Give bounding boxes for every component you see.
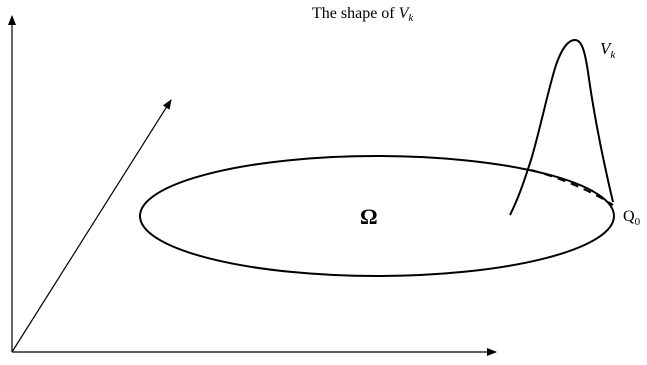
depth-axis <box>11 99 172 353</box>
point-label: Q0 <box>623 209 640 228</box>
domain-ellipse <box>139 155 615 277</box>
bump-label-sub: k <box>610 49 616 61</box>
point-label-sub: 0 <box>634 216 641 228</box>
bump-curve <box>509 38 614 216</box>
bump-hidden-curve <box>530 169 614 206</box>
figure-title: The shape of Vk <box>312 6 413 24</box>
figure-title-prefix: The shape of <box>312 5 399 22</box>
point-label-main: Q <box>623 208 635 225</box>
domain-label: Ω <box>360 204 378 229</box>
bump-label: Vk <box>600 40 615 61</box>
figure-title-var: V <box>398 5 409 22</box>
figure-title-sub: k <box>408 12 414 24</box>
bump-label-var: V <box>600 39 611 58</box>
